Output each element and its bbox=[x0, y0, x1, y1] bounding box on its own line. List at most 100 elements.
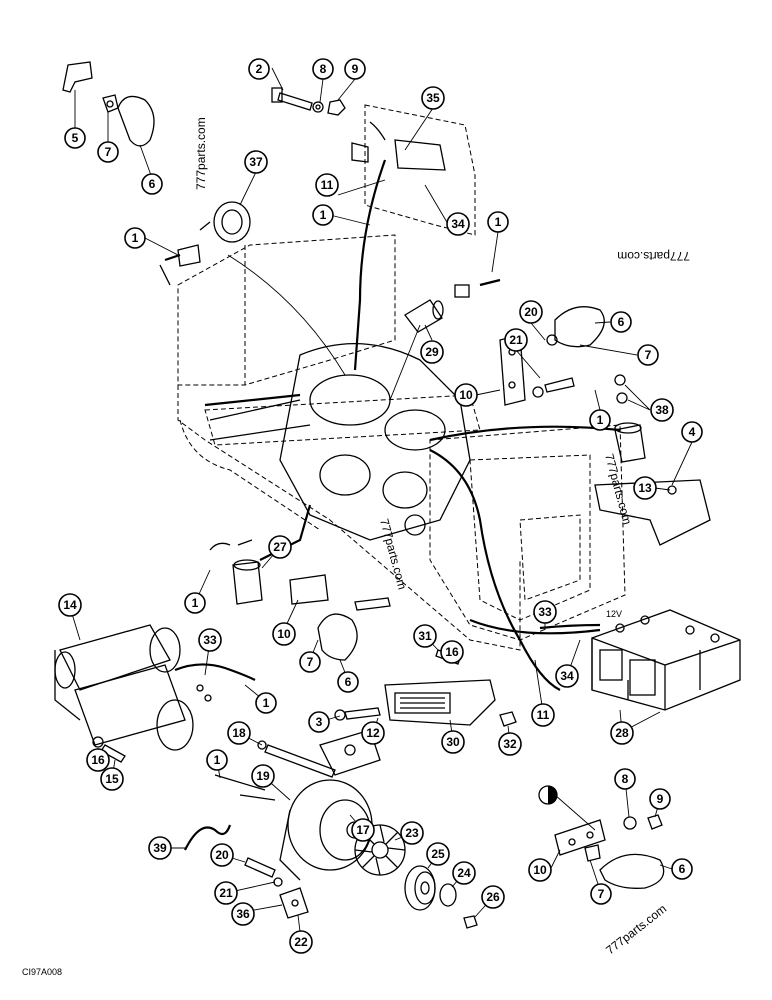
callout-10: 10 bbox=[528, 858, 552, 882]
lower-right-nut-9 bbox=[647, 814, 663, 830]
svg-text:6: 6 bbox=[618, 315, 625, 329]
svg-text:22: 22 bbox=[294, 935, 308, 949]
svg-text:28: 28 bbox=[615, 726, 629, 740]
watermark-text: 777parts.com bbox=[603, 902, 669, 958]
svg-text:1: 1 bbox=[320, 208, 327, 222]
callout-3: 3 bbox=[308, 711, 330, 733]
washer-8 bbox=[312, 101, 324, 113]
svg-text:9: 9 bbox=[657, 792, 664, 806]
callout-25: 25 bbox=[426, 842, 450, 866]
bracket-10-center bbox=[289, 574, 329, 605]
callout-13: 13 bbox=[633, 476, 657, 500]
drawing-code: CI97A008 bbox=[22, 967, 62, 977]
svg-text:21: 21 bbox=[219, 886, 233, 900]
callout-10: 10 bbox=[272, 622, 296, 646]
svg-text:1: 1 bbox=[597, 413, 604, 427]
svg-text:31: 31 bbox=[418, 629, 432, 643]
watermark-text: 777parts.com bbox=[602, 452, 634, 526]
bolt-15 bbox=[100, 744, 126, 763]
callout-33: 33 bbox=[198, 628, 222, 652]
svg-text:12: 12 bbox=[366, 726, 380, 740]
callout-7: 7 bbox=[299, 651, 321, 673]
svg-text:33: 33 bbox=[538, 605, 552, 619]
watermark-text: 777parts.com bbox=[194, 117, 208, 190]
callout-labels: 5 7 6 2 8 9 35 37 11 1 34 1 1 20 6 29 7 … bbox=[58, 58, 703, 954]
pressure-switch-27 bbox=[209, 539, 263, 605]
svg-text:3: 3 bbox=[316, 715, 323, 729]
svg-text:14: 14 bbox=[63, 598, 77, 612]
clamp-7-top bbox=[102, 94, 119, 113]
svg-text:1: 1 bbox=[214, 753, 221, 767]
nut-26 bbox=[463, 915, 478, 929]
callout-20: 20 bbox=[519, 300, 543, 324]
svg-text:29: 29 bbox=[425, 345, 439, 359]
harness-39 bbox=[184, 774, 276, 851]
callout-20: 20 bbox=[210, 843, 234, 867]
svg-text:1: 1 bbox=[495, 215, 502, 229]
svg-text:17: 17 bbox=[356, 823, 370, 837]
chassis-outline bbox=[177, 104, 626, 651]
callout-2: 2 bbox=[248, 58, 270, 80]
svg-text:11: 11 bbox=[537, 708, 550, 722]
svg-text:36: 36 bbox=[236, 907, 250, 921]
svg-text:7: 7 bbox=[307, 655, 314, 669]
starter-motor-14 bbox=[54, 624, 194, 751]
callout-9: 9 bbox=[344, 58, 366, 80]
callout-21: 21 bbox=[214, 881, 238, 905]
callout-6: 6 bbox=[671, 858, 693, 880]
callout-5: 5 bbox=[64, 127, 86, 149]
watermark-text: 777parts.com bbox=[617, 249, 690, 263]
bolt-3 bbox=[334, 707, 381, 721]
svg-text:27: 27 bbox=[273, 540, 287, 554]
callout-38: 38 bbox=[650, 398, 674, 422]
callout-4: 4 bbox=[681, 421, 703, 443]
sender-29 bbox=[404, 299, 444, 333]
callout-1: 1 bbox=[589, 409, 611, 431]
pulley-25 bbox=[404, 865, 436, 911]
bracket-22 bbox=[279, 887, 309, 919]
connector-1-left bbox=[159, 244, 201, 286]
nut-32 bbox=[499, 711, 517, 727]
callout-12: 12 bbox=[361, 721, 385, 745]
lower-right-strap-6 bbox=[599, 853, 665, 889]
callout-1: 1 bbox=[312, 204, 334, 226]
svg-text:4: 4 bbox=[689, 425, 696, 439]
lower-right-clamp-7 bbox=[584, 844, 601, 862]
callout-34: 34 bbox=[555, 664, 579, 688]
svg-text:19: 19 bbox=[256, 769, 270, 783]
callout-16: 16 bbox=[440, 640, 464, 664]
batteries-28: 12V bbox=[591, 609, 741, 711]
svg-text:10: 10 bbox=[277, 627, 291, 641]
callout-15: 15 bbox=[100, 767, 124, 791]
svg-text:35: 35 bbox=[426, 91, 440, 105]
lower-right-bracket-10 bbox=[554, 819, 606, 856]
callout-18: 18 bbox=[227, 721, 251, 745]
svg-text:16: 16 bbox=[445, 645, 459, 659]
callout-23: 23 bbox=[400, 821, 424, 845]
svg-text:24: 24 bbox=[457, 866, 471, 880]
callout-14: 14 bbox=[58, 593, 82, 617]
svg-text:38: 38 bbox=[655, 403, 669, 417]
svg-text:16: 16 bbox=[91, 753, 105, 767]
svg-text:9: 9 bbox=[352, 62, 359, 76]
svg-text:1: 1 bbox=[263, 696, 270, 710]
fan-23 bbox=[354, 824, 406, 876]
callout-8: 8 bbox=[614, 768, 636, 790]
callout-28: 28 bbox=[610, 721, 634, 745]
svg-text:7: 7 bbox=[105, 145, 112, 159]
callout-31: 31 bbox=[413, 624, 437, 648]
svg-text:18: 18 bbox=[232, 726, 246, 740]
nut-9 bbox=[327, 99, 346, 116]
callout-19: 19 bbox=[251, 764, 275, 788]
bolt-20-lower bbox=[244, 857, 276, 878]
svg-text:20: 20 bbox=[524, 305, 538, 319]
callout-39: 39 bbox=[148, 836, 172, 860]
callout-1: 1 bbox=[255, 692, 277, 714]
callout-11: 11 bbox=[315, 173, 339, 197]
svg-text:26: 26 bbox=[486, 890, 500, 904]
callout-10: 10 bbox=[454, 383, 478, 407]
guard-30 bbox=[384, 679, 496, 726]
svg-text:25: 25 bbox=[431, 847, 445, 861]
callout-11: 11 bbox=[531, 703, 555, 727]
